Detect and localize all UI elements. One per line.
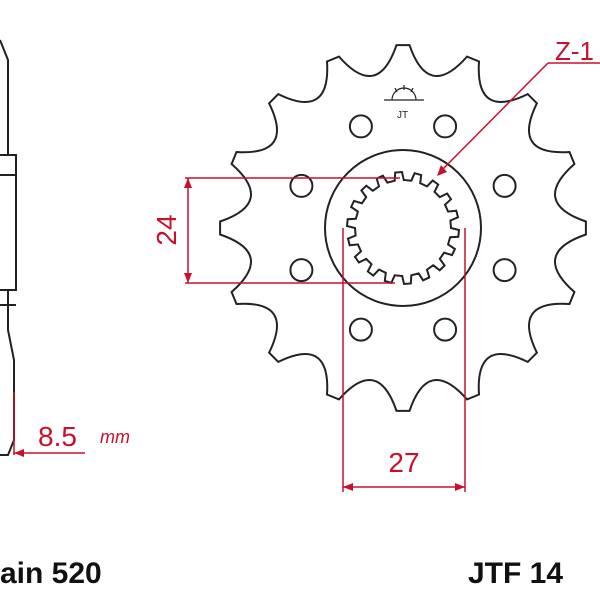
bolt-hole <box>348 317 373 342</box>
svg-text:JT: JT <box>397 110 408 121</box>
spline-bore <box>345 170 461 286</box>
width-value: 27 <box>388 447 419 478</box>
tooth-count-leader <box>437 62 600 176</box>
offset-dimension: 8.5 mm <box>13 392 130 457</box>
part-number: JTF 14 <box>468 557 563 590</box>
bolt-holes <box>289 114 517 342</box>
sprocket-side-profile <box>0 39 17 456</box>
height-value: 24 <box>151 214 182 245</box>
chain-label: ain 520 <box>0 557 102 590</box>
bolt-hole <box>492 173 517 198</box>
bolt-hole <box>289 258 314 283</box>
bolt-hole <box>433 317 458 342</box>
hub-circle <box>324 149 482 307</box>
offset-unit: mm <box>100 427 130 447</box>
sprocket-outline <box>219 44 587 412</box>
offset-value: 8.5 <box>38 421 77 452</box>
tooth-count-label: Z-1 <box>555 36 594 66</box>
bolt-hole <box>492 258 517 283</box>
brand-logo: JT <box>384 85 424 121</box>
height-dimension <box>184 177 400 284</box>
bolt-hole <box>433 114 458 139</box>
bolt-hole <box>348 114 373 139</box>
bolt-hole <box>289 173 314 198</box>
width-dimension <box>342 228 466 492</box>
sprocket-front-view <box>219 44 587 412</box>
